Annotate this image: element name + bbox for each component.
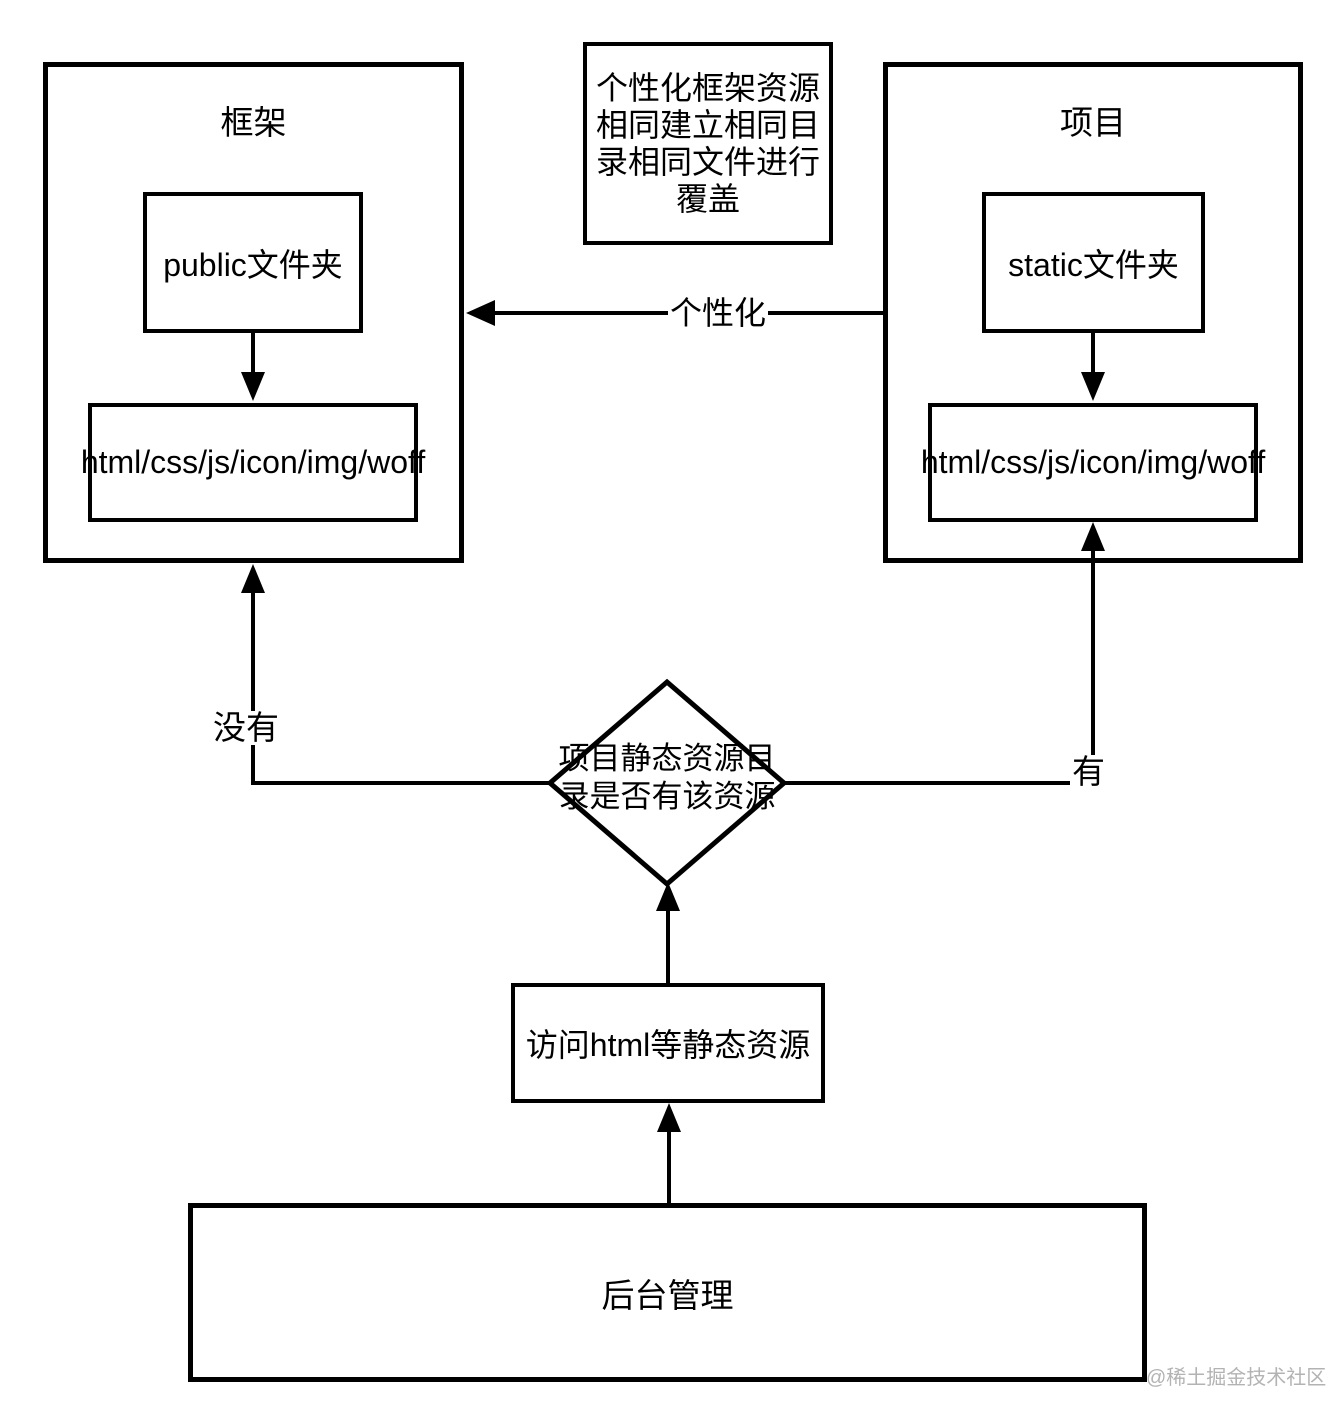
- admin-label: 后台管理: [601, 1276, 734, 1314]
- arrow-no-branch-line: [251, 592, 550, 785]
- project-assets-label: html/css/js/icon/img/woff: [920, 444, 1266, 480]
- framework-assets-box: html/css/js/icon/img/woff: [81, 403, 425, 522]
- static-folder-label: static文件夹: [1008, 246, 1179, 283]
- static-folder-box: static文件夹: [982, 192, 1205, 333]
- project-title: 项目: [1060, 104, 1126, 141]
- public-folder-label: public文件夹: [163, 246, 343, 283]
- framework-title: 框架: [220, 104, 287, 141]
- arrowhead-left-icon: [466, 300, 495, 326]
- framework-box: 框架 public文件夹 html/css/js/icon/img/woff: [43, 62, 464, 563]
- arrowhead-up-icon: [241, 564, 265, 593]
- edge-no-label: 没有: [211, 709, 281, 746]
- arrowhead-up-icon: [1081, 522, 1105, 551]
- framework-assets-label: html/css/js/icon/img/woff: [80, 444, 426, 480]
- admin-box: 后台管理: [188, 1203, 1147, 1382]
- project-box: 项目 static文件夹 html/css/js/icon/img/woff: [883, 62, 1303, 563]
- public-folder-box: public文件夹: [143, 192, 363, 333]
- watermark: @稀土掘金技术社区: [1146, 1367, 1327, 1389]
- access-label: 访问html等静态资源: [525, 1027, 811, 1063]
- edge-yes-label: 有: [1070, 753, 1107, 790]
- project-assets-box: html/css/js/icon/img/woff: [921, 403, 1265, 522]
- arrowhead-up-icon: [657, 1103, 681, 1132]
- note-box: 个性化框架资源 相同建立相同目 录相同文件进行 覆盖: [583, 42, 833, 245]
- decision-text: 项目静态资源目 录是否有该资源: [558, 741, 776, 814]
- access-box: 访问html等静态资源: [511, 983, 825, 1103]
- edge-personalize-label: 个性化: [668, 295, 769, 331]
- arrow-yes-branch-line: [784, 550, 1095, 785]
- decision-diamond: [546, 678, 788, 888]
- note-text: 个性化框架资源 相同建立相同目 录相同文件进行 覆盖: [595, 69, 820, 217]
- arrowhead-down-icon: [1081, 372, 1105, 401]
- arrowhead-down-icon: [241, 372, 265, 401]
- arrowhead-up-icon: [656, 882, 680, 911]
